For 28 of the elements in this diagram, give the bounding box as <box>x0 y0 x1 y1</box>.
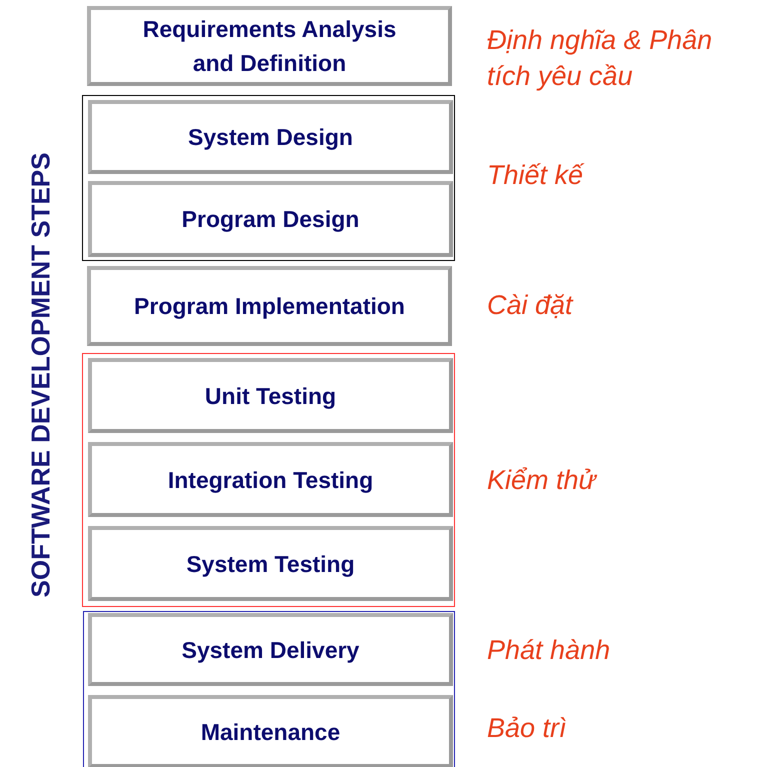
phase-label: Cài đặt <box>487 289 574 322</box>
phase-label: Thiết kế <box>487 159 586 192</box>
phase-label: Kiểm thử <box>487 464 598 497</box>
step-label: Program Design <box>182 205 360 234</box>
group-frame <box>83 611 455 767</box>
step-label: System Delivery <box>182 636 360 665</box>
step-label: System Testing <box>186 550 355 579</box>
step-label: Unit Testing <box>204 382 336 411</box>
step-box <box>88 181 453 257</box>
phase-label: Định nghĩa & Phân tích yêu cầu <box>487 24 714 93</box>
step-label: Maintenance <box>200 718 340 746</box>
step-box <box>88 358 453 433</box>
step-label: System Design <box>188 123 353 152</box>
step-label: Requirements Analysis and Definition <box>142 15 398 78</box>
phase-label: Bảo trì <box>487 712 568 745</box>
phase-label: Phát hành <box>487 634 612 667</box>
group-frame <box>82 95 455 261</box>
step-box <box>88 442 453 517</box>
group-frame <box>82 353 455 607</box>
step-label: Integration Testing <box>168 466 374 495</box>
step-box <box>88 613 453 686</box>
diagram-title: SOFTWARE DEVELOPMENT STEPS <box>26 152 56 598</box>
step-box <box>88 695 453 767</box>
step-box <box>87 6 452 86</box>
step-box <box>88 100 453 174</box>
step-box <box>88 526 453 601</box>
step-label: Program Implementation <box>134 292 405 321</box>
step-box <box>87 266 452 346</box>
